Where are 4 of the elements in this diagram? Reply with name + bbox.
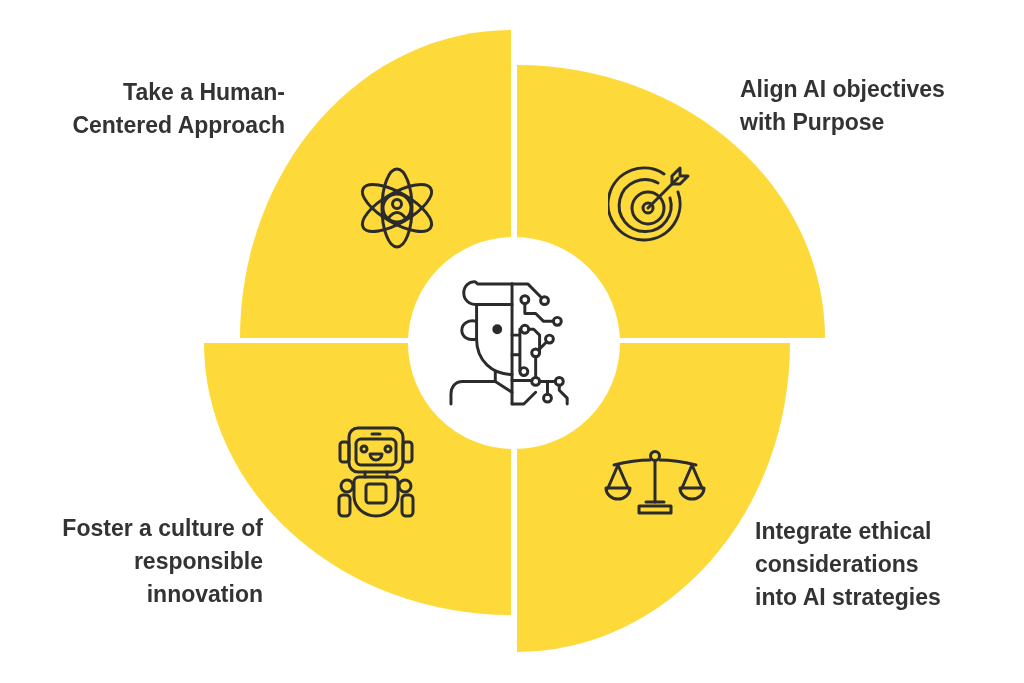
segment-label: Align AI objectives with Purpose bbox=[740, 75, 946, 137]
segment-label: Foster a culture of responsible innovation bbox=[61, 514, 263, 609]
segment-label: Take a Human-Centered Approach bbox=[71, 78, 285, 140]
segment-label: Integrate ethical considerations into AI strategies bbox=[755, 517, 942, 612]
